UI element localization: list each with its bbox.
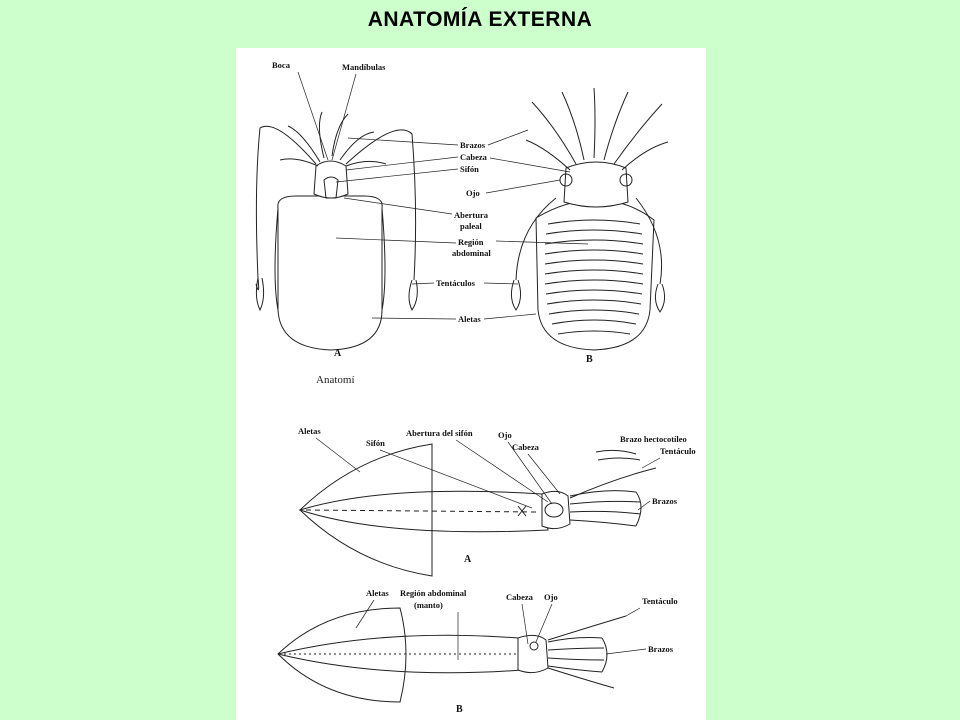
caption-cuttlefish-a: A: [334, 348, 342, 359]
squid-a-labels: Aletas Sifón Abertura del sifón Ojo Cabe…: [298, 426, 696, 506]
label-manto: (manto): [414, 600, 443, 610]
anatomy-figure: Boca Mandíbulas Brazos Cabeza Sifón Ojo …: [236, 48, 706, 720]
caption-squid-b: B: [456, 704, 463, 715]
caption-anatomia: Anatomí: [316, 374, 355, 386]
squid-b-leader-lines: [355, 599, 647, 660]
label-mandibulas: Mandíbulas: [342, 62, 386, 72]
label-tentaculos: Tentáculos: [436, 278, 476, 288]
caption-squid-a: A: [464, 554, 472, 565]
label-ojo: Ojo: [466, 188, 480, 198]
label-aletas: Aletas: [298, 426, 321, 436]
label-sifon: Sifón: [366, 438, 385, 448]
anatomy-diagram: Boca Mandíbulas Brazos Cabeza Sifón Ojo …: [255, 60, 696, 715]
label-brazos: Brazos: [648, 644, 674, 654]
label-abertura: Abertura: [454, 210, 489, 220]
caption-cuttlefish-b: B: [586, 354, 593, 365]
cuttlefish-labels: Boca Mandíbulas Brazos Cabeza Sifón Ojo …: [272, 60, 491, 324]
slide-title: ANATOMÍA EXTERNA: [367, 8, 593, 31]
label-boca: Boca: [272, 60, 291, 70]
label-abertura-sifon: Abertura del sifón: [406, 428, 473, 438]
label-tentaculo: Tentáculo: [642, 596, 678, 606]
label-paleal: paleal: [460, 221, 482, 231]
label-cabeza: Cabeza: [460, 152, 488, 162]
squid-b-labels: Aletas Región abdominal (manto) Cabeza O…: [366, 588, 678, 654]
squid-a-drawing: [298, 443, 657, 577]
label-brazos: Brazos: [652, 496, 678, 506]
label-tentaculo: Tentáculo: [660, 446, 696, 456]
label-cabeza: Cabeza: [506, 592, 534, 602]
label-brazo-hectocotileo: Brazo hectocotíleo: [620, 434, 687, 444]
cuttlefish-dorsal-drawing: [510, 87, 669, 351]
label-cabeza: Cabeza: [512, 442, 540, 452]
label-ojo: Ojo: [544, 592, 558, 602]
label-ojo: Ojo: [498, 430, 512, 440]
squid-b-drawing: [277, 607, 627, 703]
label-brazos: Brazos: [460, 140, 486, 150]
squid-a-leader-lines: [315, 437, 661, 511]
label-region: Región: [458, 237, 484, 247]
label-sifon: Sifón: [460, 164, 479, 174]
cuttlefish-leader-lines: [297, 71, 589, 320]
label-region-abdominal: Región abdominal: [400, 588, 467, 598]
cuttlefish-ventral-drawing: [255, 111, 418, 351]
label-aletas: Aletas: [366, 588, 389, 598]
label-abdominal: abdominal: [452, 248, 491, 258]
label-aletas: Aletas: [458, 314, 481, 324]
